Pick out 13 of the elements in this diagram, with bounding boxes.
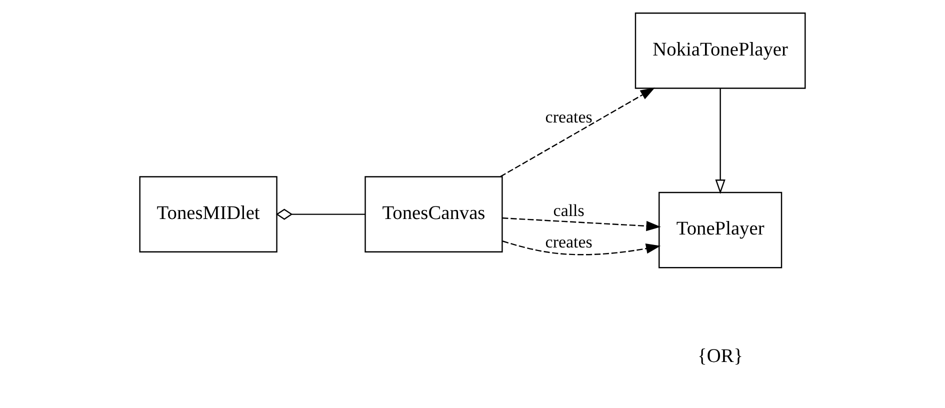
edge-label: calls	[553, 200, 584, 220]
arrow	[502, 217, 661, 232]
edge-label: creates	[545, 232, 592, 252]
label: {OR}	[698, 346, 744, 367]
node-box: TonesCanvas	[364, 176, 503, 252]
arrow	[502, 240, 661, 256]
arrow	[500, 88, 655, 178]
connector	[276, 208, 366, 220]
node-box: NokiaTonePlayer	[634, 12, 806, 89]
node-box: TonesMIDlet	[139, 176, 278, 252]
node-box: TonePlayer	[658, 192, 782, 268]
edge-label: creates	[545, 107, 592, 126]
arrow	[715, 88, 726, 194]
